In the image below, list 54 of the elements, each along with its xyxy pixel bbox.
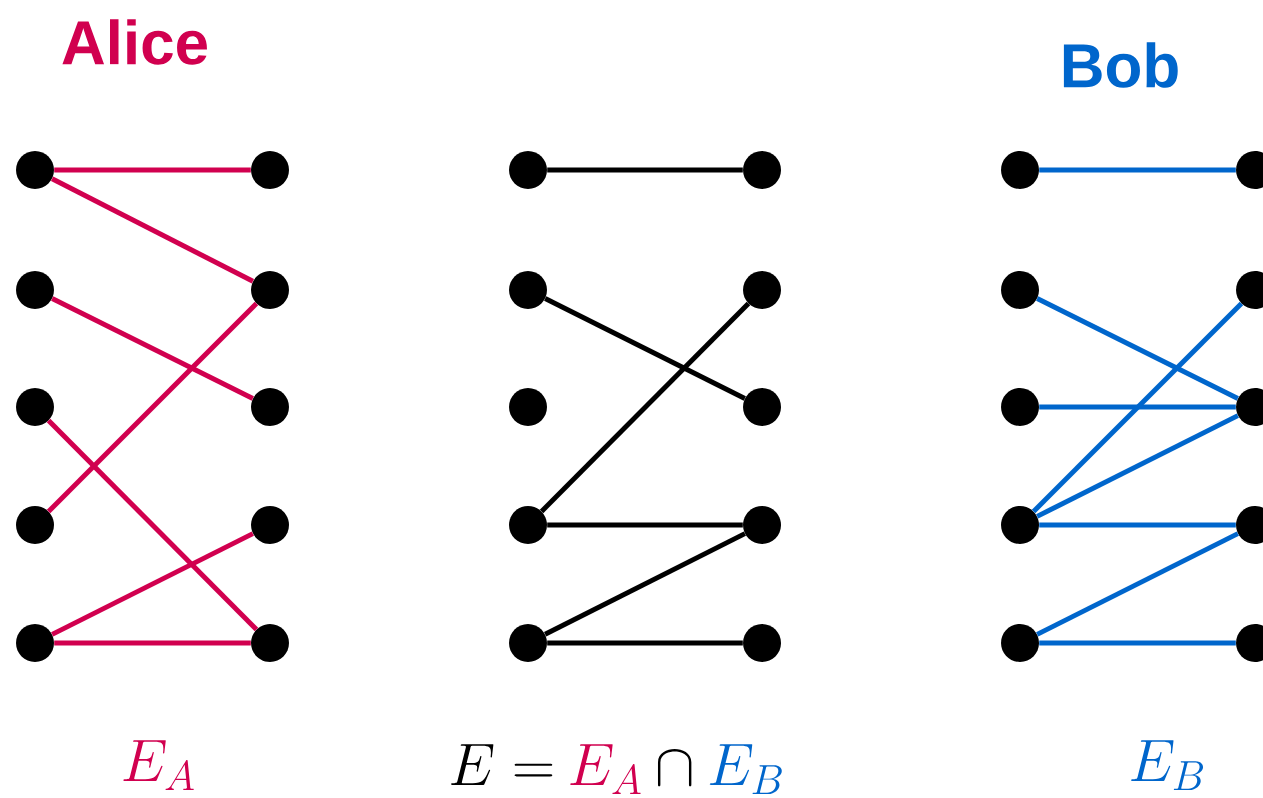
dot [251,151,289,189]
dot [1001,151,1039,189]
edge-line [54,167,251,173]
edge-line [54,640,251,646]
dot [743,506,781,544]
dot [16,151,54,189]
dot [743,151,781,189]
formula: $E_A$ [123,740,194,790]
dot [1001,624,1039,662]
dot [16,624,54,662]
formula: $E_B$ [709,744,782,794]
dot [16,271,54,309]
formula: $\cap$ [658,749,692,787]
dot [509,271,547,309]
edge-line [1036,413,1239,519]
dot [743,388,781,426]
formula: $E =$ [450,744,553,785]
edge-line [51,531,254,637]
edge-line [544,531,746,637]
dot [251,388,289,426]
edge-line [1039,167,1236,173]
edge-line [544,296,746,401]
dot [251,506,289,544]
dot [743,271,781,309]
name-label: Bob [1063,42,1178,88]
name-label: Alice [62,19,207,65]
dot [251,624,289,662]
edge-line [51,296,254,401]
edge-line [1039,404,1236,410]
dot [1001,388,1039,426]
edge-line [46,418,259,632]
edge-line [50,176,255,284]
edge-line [1031,301,1244,514]
edge-line [46,301,259,514]
dot [509,151,547,189]
edge-line [547,167,743,173]
edge-line [1036,296,1239,401]
edge-line [539,301,751,514]
dot [251,271,289,309]
edge-line [547,640,743,646]
edge-line [547,522,743,528]
formula: $E_A$ [570,744,641,794]
edge-line [1039,640,1236,646]
dot [743,624,781,662]
dot [509,506,547,544]
dot [509,388,547,426]
dot [509,624,547,662]
edge-line [1039,522,1236,528]
edge-line [1036,531,1239,637]
dot [16,506,54,544]
dot [1001,271,1039,309]
dot [1001,506,1039,544]
formula: $E_B$ [1131,740,1204,790]
dot [16,388,54,426]
